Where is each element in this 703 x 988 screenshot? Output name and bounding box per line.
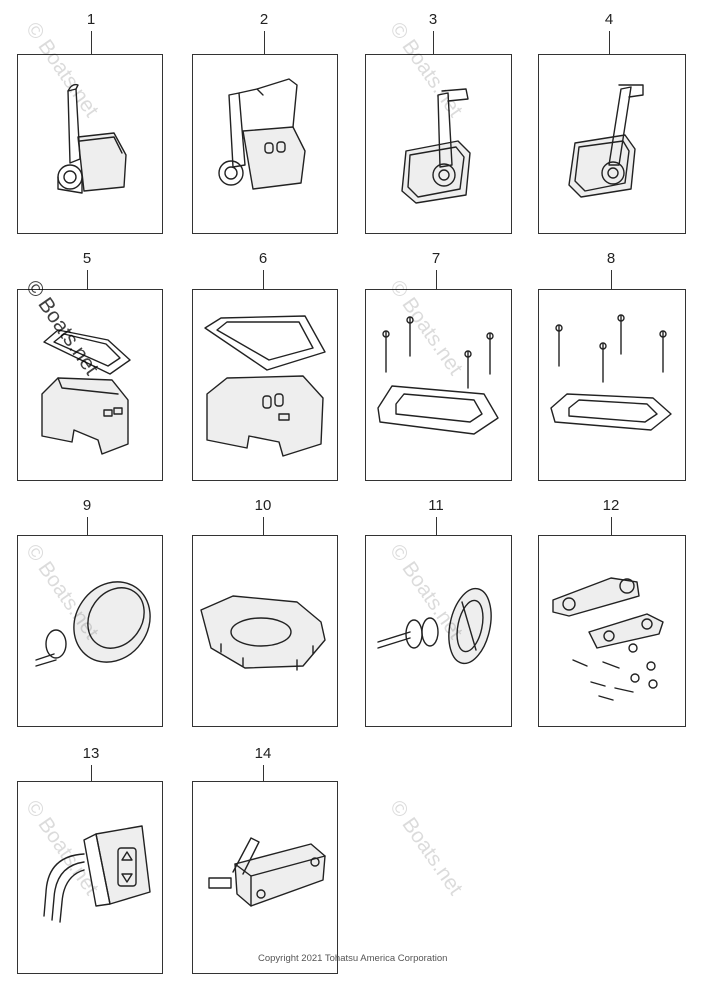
leader-line — [87, 270, 88, 289]
part-number-2: 2 — [259, 11, 269, 28]
panel-mount-control-angled-icon — [568, 84, 644, 198]
knob-and-ring-icon — [35, 581, 151, 667]
part-box-11[interactable] — [365, 535, 512, 727]
copyright-text: Copyright 2021 Tohatsu America Corporati… — [258, 953, 448, 964]
part-number-14: 14 — [254, 745, 272, 762]
leader-line — [91, 765, 92, 781]
part-box-3[interactable] — [365, 54, 512, 234]
part-box-5[interactable] — [17, 289, 163, 481]
part-box-12[interactable] — [538, 535, 686, 727]
part-number-4: 4 — [604, 11, 614, 28]
leader-line — [87, 517, 88, 535]
leader-line — [263, 270, 264, 289]
watermark: © Boats.net — [385, 796, 468, 900]
panel-mount-control-icon — [401, 88, 471, 204]
part-number-12: 12 — [602, 497, 620, 514]
part-box-4[interactable] — [538, 54, 686, 234]
knob-shaft-and-ring-icon — [377, 587, 492, 665]
part-number-1: 1 — [86, 11, 96, 28]
part-box-14[interactable] — [192, 781, 338, 974]
bracket-and-fastener-kit-icon — [552, 577, 664, 701]
cover-and-gasket-icon — [41, 329, 131, 455]
part-number-8: 8 — [606, 250, 616, 267]
part-box-7[interactable] — [365, 289, 512, 481]
part-number-13: 13 — [82, 745, 100, 762]
leader-line — [91, 31, 92, 54]
part-box-9[interactable] — [17, 535, 163, 727]
trim-switch-icon — [43, 825, 151, 923]
leader-line — [263, 517, 264, 535]
part-box-8[interactable] — [538, 289, 686, 481]
part-box-10[interactable] — [192, 535, 338, 727]
part-box-1[interactable] — [17, 54, 163, 234]
dual-lever-control-icon — [218, 78, 306, 190]
part-number-10: 10 — [254, 497, 272, 514]
leader-line — [436, 270, 437, 289]
leader-line — [436, 517, 437, 535]
part-number-7: 7 — [431, 250, 441, 267]
part-box-13[interactable] — [17, 781, 163, 974]
part-number-9: 9 — [82, 497, 92, 514]
part-box-6[interactable] — [192, 289, 338, 481]
leader-line — [609, 31, 610, 54]
mounting-base-and-bolts-icon — [377, 316, 499, 435]
leader-line — [433, 31, 434, 54]
leader-line — [264, 31, 265, 54]
bolt-icon — [555, 314, 667, 383]
part-number-3: 3 — [428, 11, 438, 28]
part-number-11: 11 — [428, 497, 444, 514]
gasket-plate-icon — [200, 595, 326, 671]
screw-icon — [572, 659, 634, 701]
leader-line — [263, 765, 264, 781]
part-number-5: 5 — [82, 250, 92, 267]
mounting-base-and-bolts-icon — [550, 314, 672, 431]
leader-line — [611, 270, 612, 289]
micro-switch-icon — [208, 837, 326, 907]
single-lever-control-icon — [57, 83, 127, 194]
bolt-icon — [382, 316, 494, 389]
part-box-2[interactable] — [192, 54, 338, 234]
dual-cover-and-gasket-icon — [204, 315, 326, 457]
leader-line — [611, 517, 612, 535]
part-number-6: 6 — [258, 250, 268, 267]
